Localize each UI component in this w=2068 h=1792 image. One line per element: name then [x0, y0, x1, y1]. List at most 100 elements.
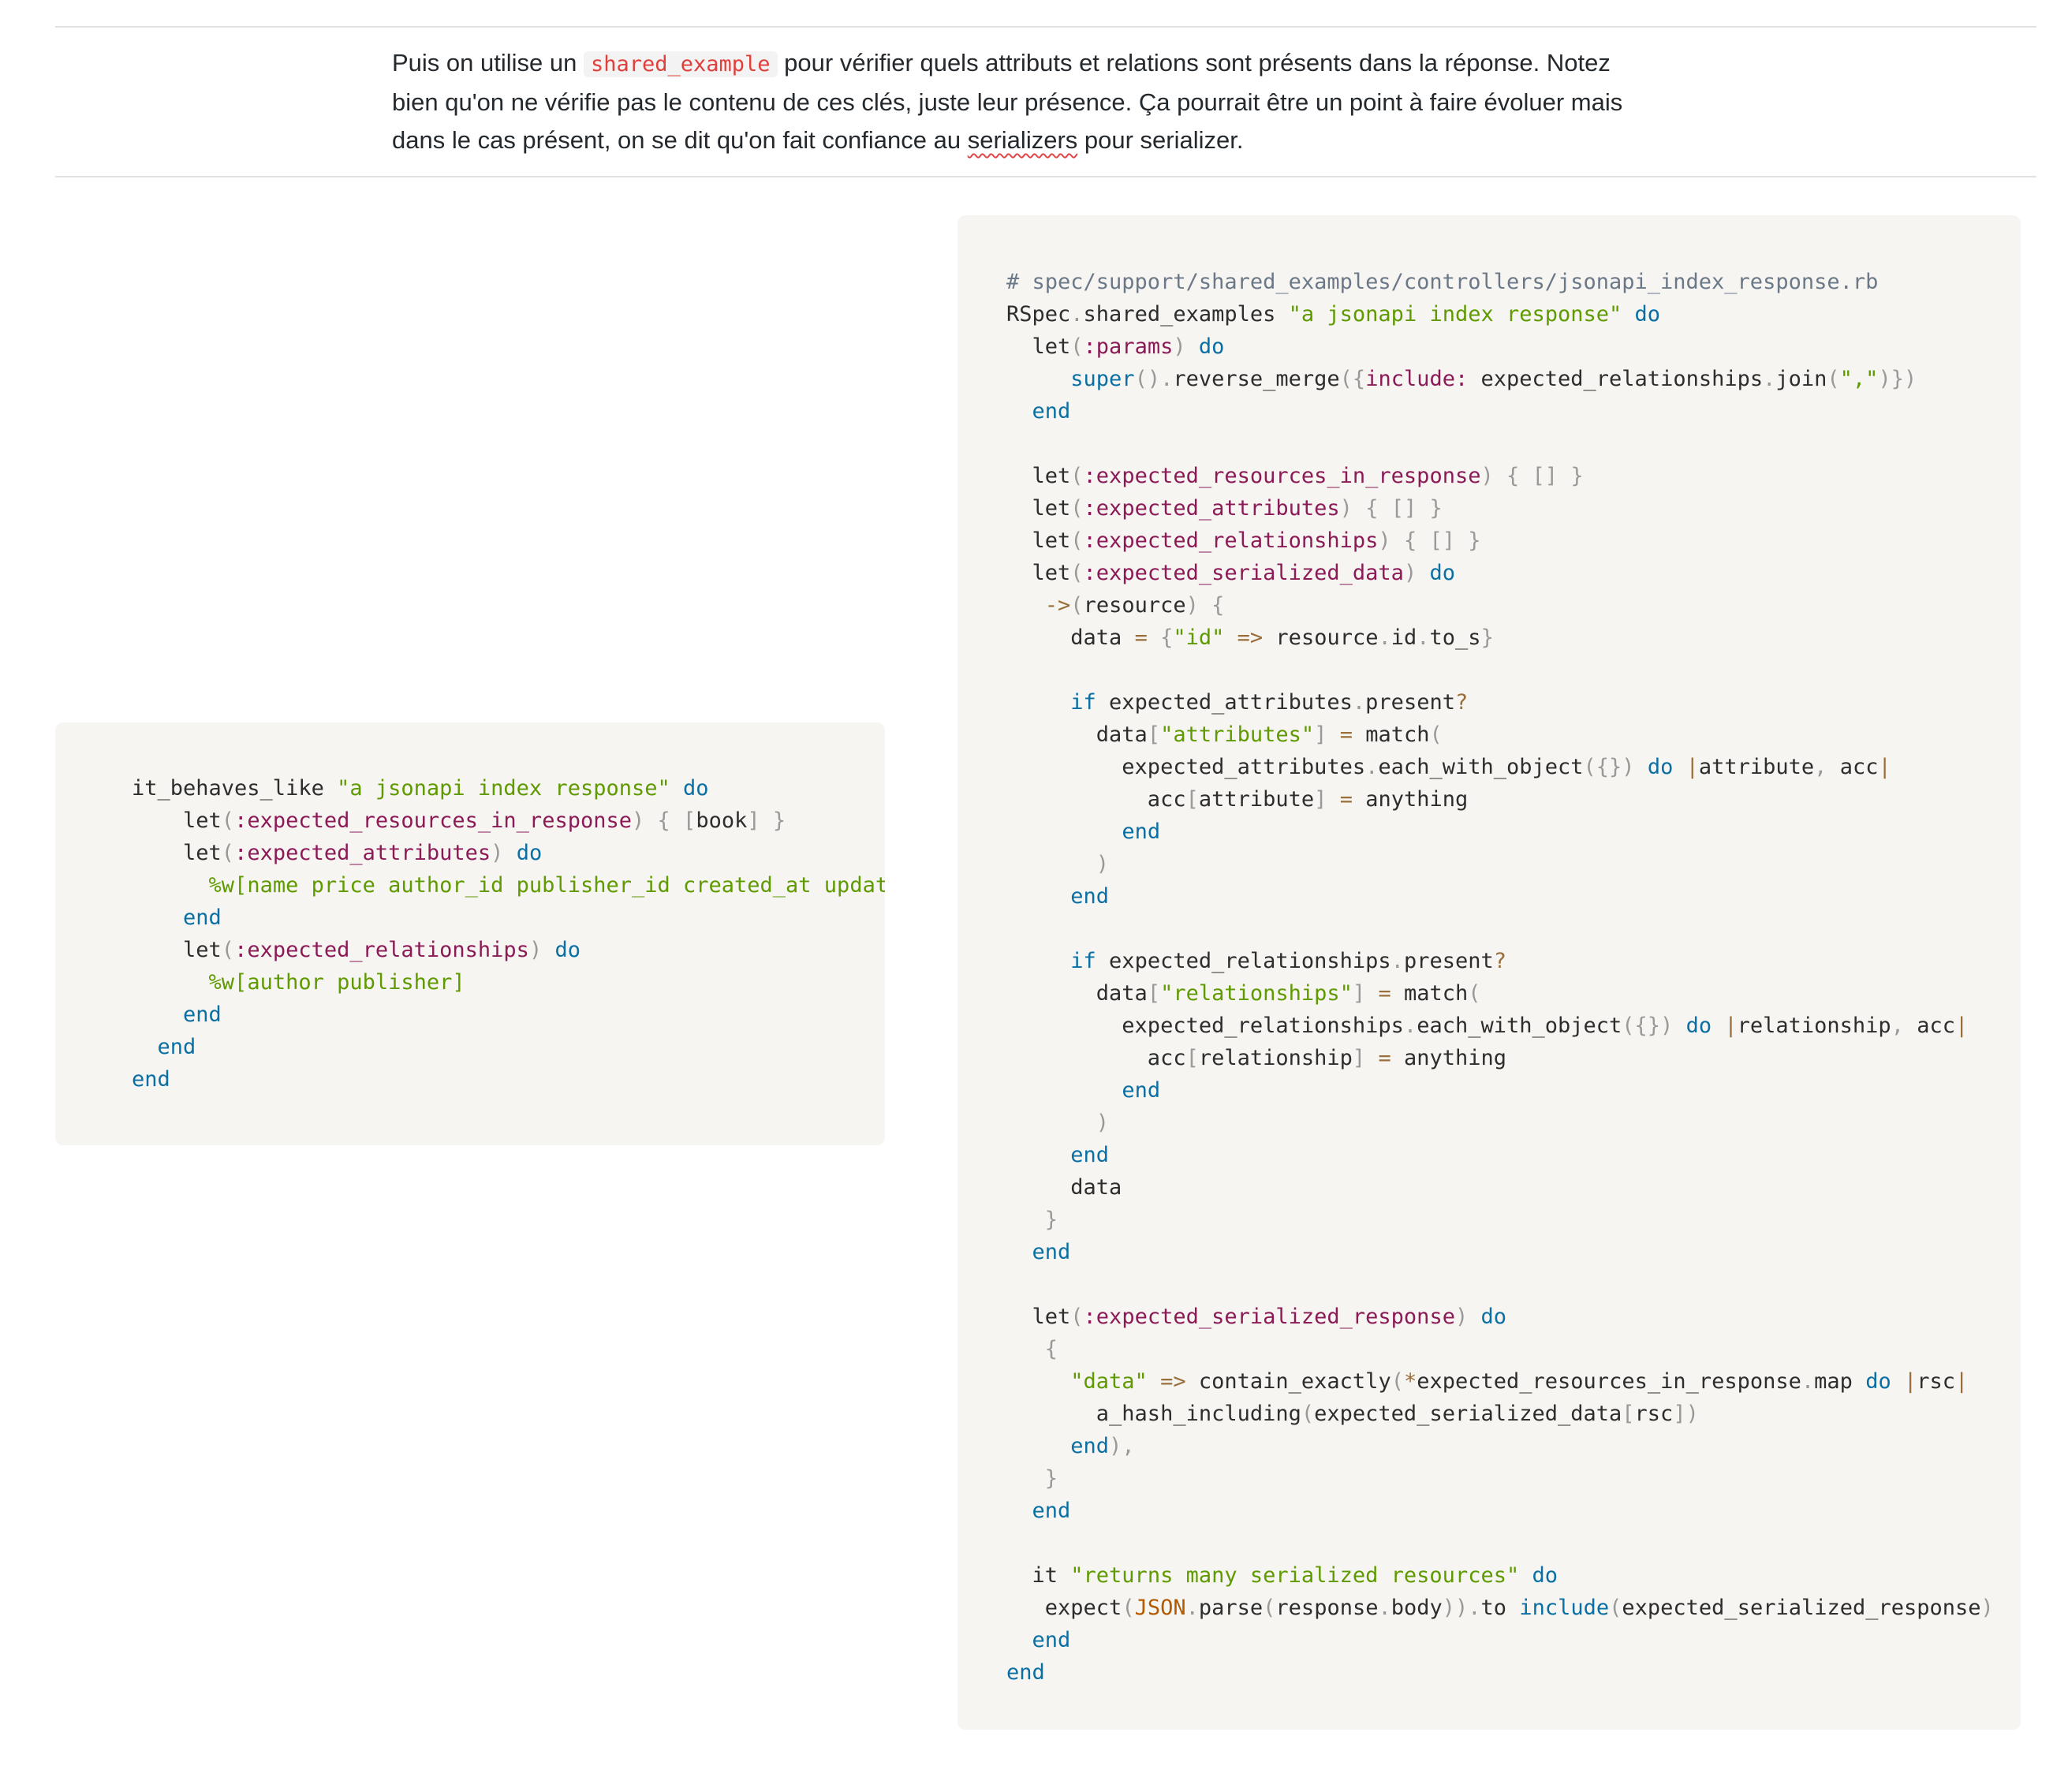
code-token: }	[1044, 1466, 1058, 1491]
code-token: (	[1070, 593, 1084, 618]
code-token: (	[1070, 464, 1084, 488]
code-token: let	[1006, 561, 1071, 585]
code-token: )	[1480, 464, 1494, 488]
code-token: =	[1378, 981, 1391, 1006]
code-line	[1006, 1268, 1994, 1301]
code-token: ))	[1442, 1596, 1469, 1620]
code-token	[1006, 852, 1096, 876]
code-token: it	[1006, 1563, 1071, 1588]
code-token	[1712, 1014, 1724, 1038]
code-token: expected_serialized_data	[1314, 1402, 1622, 1426]
code-token: (	[221, 841, 235, 865]
code-token: ({	[1339, 367, 1366, 391]
code-line: end	[1006, 880, 1994, 913]
code-token: end	[1122, 819, 1161, 844]
code-token: shared_examples	[1083, 302, 1289, 327]
code-token	[1673, 1014, 1685, 1038]
code-token: (	[1827, 367, 1840, 391]
code-token: {	[657, 808, 670, 833]
code-token	[1391, 528, 1404, 553]
code-token: end	[1006, 1660, 1045, 1685]
code-token	[1006, 367, 1070, 391]
code-token: "a jsonapi index response"	[337, 776, 670, 801]
code-token: let	[1006, 1305, 1071, 1329]
code-line: end),	[1006, 1430, 1994, 1462]
code-token	[1006, 1143, 1070, 1167]
code-token: end	[132, 1067, 170, 1092]
code-token: {	[1044, 1337, 1058, 1361]
code-line: let(:expected_serialized_data) do	[1006, 557, 1994, 589]
code-token: %w[name price author_id publisher_id cre…	[208, 873, 885, 898]
code-token: )	[491, 841, 504, 865]
code-token: end	[183, 905, 222, 930]
code-token: ]	[1352, 1046, 1366, 1070]
code-line: expected_relationships.each_with_object(…	[1006, 1010, 1994, 1042]
code-line: )	[1006, 848, 1994, 880]
code-token: expected_attributes	[1096, 690, 1353, 715]
code-token	[1006, 819, 1122, 844]
code-token: .	[1378, 1596, 1391, 1620]
code-token: .	[1403, 1014, 1417, 1038]
code-line: end	[1006, 1074, 1994, 1107]
code-token: include:	[1365, 367, 1469, 391]
code-token	[1006, 1434, 1070, 1458]
code-token	[1417, 528, 1429, 553]
code-token	[1519, 464, 1532, 488]
code-token: "id"	[1173, 625, 1225, 650]
code-token: let	[1006, 528, 1071, 553]
spellcheck-flagged-word[interactable]: serializers	[967, 126, 1078, 154]
code-token: )	[528, 938, 543, 962]
code-token: .	[1378, 625, 1391, 650]
code-token	[1891, 1369, 1904, 1394]
code-line: let(:expected_resources_in_response) { […	[132, 805, 885, 837]
code-token	[1519, 1563, 1532, 1588]
code-line: data	[1006, 1171, 1994, 1204]
code-token	[760, 808, 773, 833]
code-line: end	[1006, 816, 1994, 848]
code-token: JSON	[1134, 1596, 1186, 1620]
code-token: acc	[1903, 1014, 1955, 1038]
code-token: end	[1122, 1078, 1161, 1103]
code-line: )	[1006, 1107, 1994, 1139]
code-token: }	[1429, 496, 1443, 521]
code-token: end	[157, 1035, 196, 1059]
code-token: "data"	[1070, 1369, 1148, 1394]
code-line: end	[132, 999, 885, 1031]
code-token: let	[1006, 334, 1071, 359]
code-token	[670, 808, 683, 833]
code-token: (	[1070, 496, 1084, 521]
code-token: :expected_serialized_data	[1083, 561, 1404, 585]
code-token	[1006, 399, 1032, 424]
code-token: =	[1134, 625, 1148, 650]
code-block-shared-example: # spec/support/shared_examples/controlle…	[957, 215, 2021, 1730]
code-token	[1417, 561, 1429, 585]
code-line	[1006, 427, 1994, 460]
code-token: ])	[1673, 1402, 1699, 1426]
code-line: data["attributes"] = match(	[1006, 719, 1994, 751]
code-token: expected_attributes	[1006, 755, 1366, 779]
code-token: (	[1122, 1596, 1135, 1620]
code-token: end	[1070, 1143, 1110, 1167]
code-token: :expected_relationships	[1083, 528, 1379, 553]
code-line: expect(JSON.parse(response.body)).to inc…	[1006, 1592, 1994, 1624]
code-line: let(:expected_serialized_response) do	[1006, 1301, 1994, 1333]
code-token: data	[1006, 722, 1148, 747]
code-token: )	[1980, 1596, 1994, 1620]
code-token: (	[1429, 722, 1443, 747]
code-token: end	[1032, 1628, 1071, 1652]
code-token: :expected_resources_in_response	[234, 808, 632, 833]
code-token	[1327, 787, 1339, 812]
code-token: {	[1403, 528, 1417, 553]
code-token: .	[1185, 1596, 1199, 1620]
code-token: (	[1468, 981, 1481, 1006]
code-token: resource	[1083, 593, 1186, 618]
code-token: =>	[1160, 1369, 1186, 1394]
code-line: {	[1006, 1333, 1994, 1365]
code-token	[1224, 625, 1237, 650]
code-token: .	[1365, 755, 1379, 779]
code-token	[1199, 593, 1211, 618]
code-token: ,	[1891, 1014, 1904, 1038]
code-token: each_with_object	[1378, 755, 1584, 779]
code-token: {	[1160, 625, 1174, 650]
code-token: .	[1070, 302, 1084, 327]
